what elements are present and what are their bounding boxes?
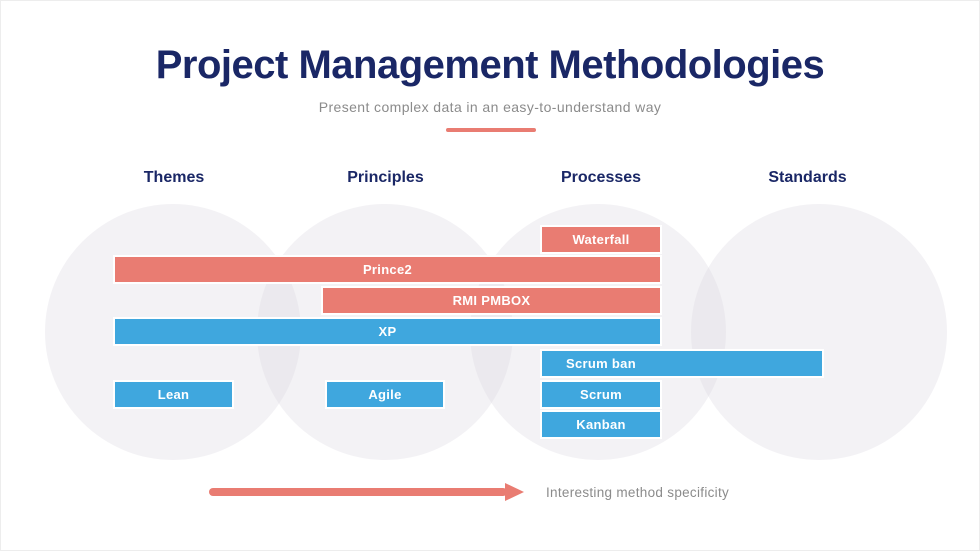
- bar-label-kanban: Kanban: [576, 417, 626, 432]
- column-header-principles: Principles: [347, 169, 424, 186]
- page-subtitle: Present complex data in an easy-to-under…: [318, 99, 662, 115]
- column-header-themes: Themes: [143, 169, 205, 186]
- page-title: Project Management Methodologies: [155, 43, 825, 87]
- bar-waterfall: Waterfall: [542, 227, 660, 252]
- column-header-standards: Standards: [768, 169, 847, 186]
- specificity-arrow-body: [209, 488, 507, 496]
- bar-label-waterfall: Waterfall: [572, 232, 630, 247]
- bar-label-scrum: Scrum: [580, 387, 622, 402]
- bar-label-scrum-ban: Scrum ban: [566, 356, 636, 371]
- column-header-processes: Processes: [560, 169, 642, 186]
- title-underline-accent: [446, 128, 536, 132]
- bar-xp: XP: [115, 319, 660, 344]
- bar-prince2: Prince2: [115, 257, 660, 282]
- bar-label-prince2: Prince2: [362, 262, 413, 277]
- bar-scrum: Scrum: [542, 382, 660, 407]
- bar-scrum-ban: Scrum ban: [542, 351, 822, 376]
- bar-rmi-pmbox: RMI PMBOX: [323, 288, 660, 313]
- footer-note: Interesting method specificity: [546, 485, 730, 500]
- bar-label-xp: XP: [378, 324, 397, 339]
- specificity-arrow-head-icon: [505, 483, 524, 501]
- bar-label-rmi-pmbox: RMI PMBOX: [452, 293, 531, 308]
- bar-label-lean: Lean: [157, 387, 190, 402]
- bar-label-agile: Agile: [368, 387, 402, 402]
- bar-kanban: Kanban: [542, 412, 660, 437]
- bar-agile: Agile: [327, 382, 443, 407]
- bar-lean: Lean: [115, 382, 232, 407]
- background-circle-standards: [691, 204, 947, 460]
